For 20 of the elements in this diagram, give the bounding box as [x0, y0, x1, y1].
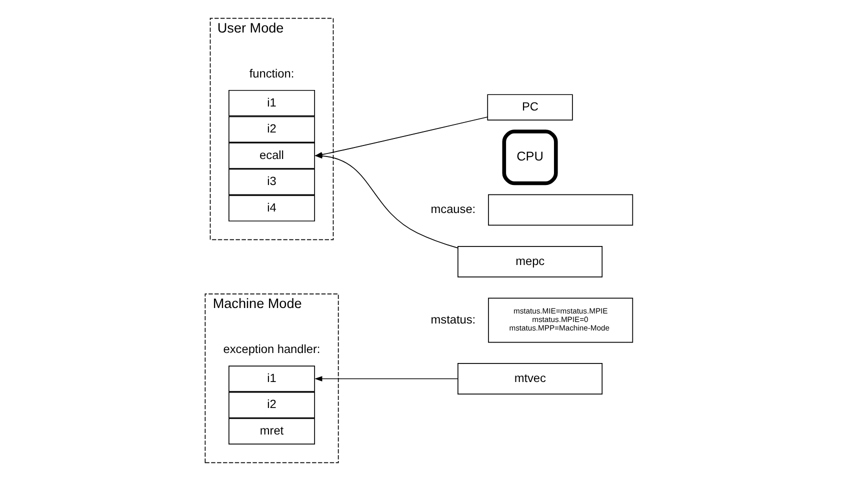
- node-box: mtvec: [457, 363, 602, 394]
- label: exception handler:: [222, 342, 320, 356]
- node-box: PC: [486, 94, 572, 120]
- node-label: mcause:: [430, 202, 476, 216]
- arrow: [314, 376, 458, 382]
- node-box: i4: [228, 195, 315, 222]
- node-box: [488, 194, 633, 226]
- node-box: i1: [228, 90, 315, 116]
- node-box: i3: [228, 168, 315, 196]
- node-box: CPU: [502, 130, 558, 186]
- node-box: mstatus.MIE=mstatus.MPIE mstatus.MPIE=0 mstatus.MPP=Machine-Mode: [488, 298, 633, 343]
- node-box: mret: [228, 418, 315, 444]
- node-box: i2: [228, 392, 315, 418]
- node-box: i1: [228, 366, 315, 392]
- arrow: [314, 153, 458, 248]
- node-box: i2: [228, 116, 315, 143]
- label: function:: [248, 66, 294, 80]
- node-label: mstatus:: [430, 312, 476, 326]
- node-box: ecall: [228, 142, 315, 169]
- node-box: mepc: [457, 246, 602, 278]
